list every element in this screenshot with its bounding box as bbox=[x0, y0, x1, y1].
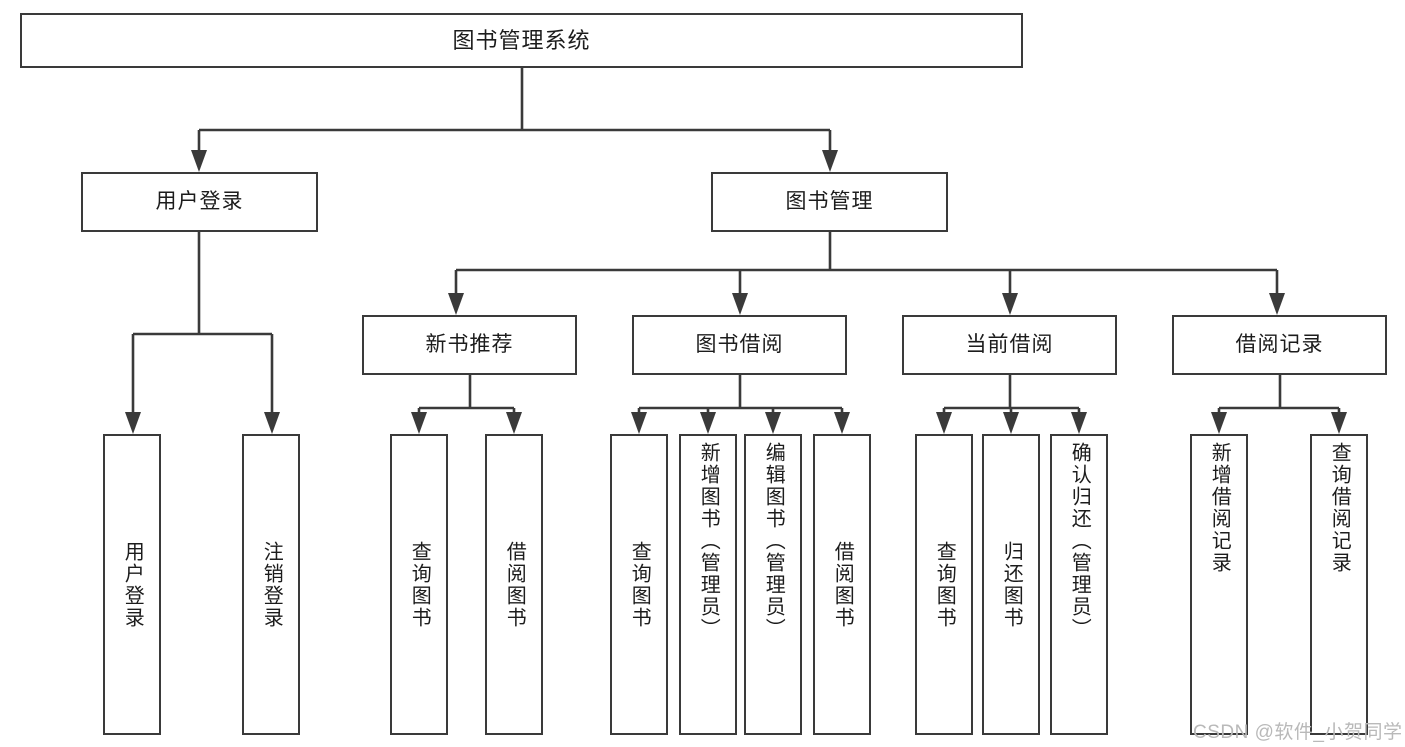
level2-node-1-label: 新书推荐 bbox=[425, 332, 514, 356]
login-arrow-1 bbox=[125, 412, 141, 434]
root-arrow-2 bbox=[822, 150, 838, 172]
csdn-watermark: CSDN @软件_小贺同学 bbox=[1193, 722, 1403, 743]
leaf-node-6[interactable]: 新增图书（管理员） bbox=[679, 434, 737, 735]
group-2-arrow-2 bbox=[700, 412, 716, 434]
leaf-node-1-label: 用户登录 bbox=[121, 540, 144, 629]
leaf-node-12[interactable]: 新增借阅记录 bbox=[1190, 434, 1248, 735]
leaf-node-12-label: 新增借阅记录 bbox=[1208, 442, 1231, 574]
manage-arrow-4 bbox=[1269, 293, 1285, 315]
group-3-arrow-1 bbox=[936, 412, 952, 434]
leaf-node-11-label: 确认归还（管理员） bbox=[1068, 442, 1091, 640]
level2-node-4[interactable]: 借阅记录 bbox=[1172, 315, 1387, 375]
level1-node-1-label: 用户登录 bbox=[155, 189, 244, 213]
level1-node-1[interactable]: 用户登录 bbox=[81, 172, 318, 232]
group-2-arrow-4 bbox=[834, 412, 850, 434]
leaf-node-9[interactable]: 查询图书 bbox=[915, 434, 973, 735]
level2-node-2[interactable]: 图书借阅 bbox=[632, 315, 847, 375]
group-4-arrow-2 bbox=[1331, 412, 1347, 434]
leaf-node-8[interactable]: 借阅图书 bbox=[813, 434, 871, 735]
leaf-node-2-label: 注销登录 bbox=[260, 540, 283, 629]
manage-arrow-1 bbox=[448, 293, 464, 315]
group-3-arrow-2 bbox=[1003, 412, 1019, 434]
leaf-node-4[interactable]: 借阅图书 bbox=[485, 434, 543, 735]
root-node-system[interactable]: 图书管理系统 bbox=[20, 13, 1023, 68]
group-2-arrow-1 bbox=[631, 412, 647, 434]
leaf-node-11[interactable]: 确认归还（管理员） bbox=[1050, 434, 1108, 735]
leaf-node-4-label: 借阅图书 bbox=[503, 540, 526, 629]
leaf-node-2[interactable]: 注销登录 bbox=[242, 434, 300, 735]
level2-node-1[interactable]: 新书推荐 bbox=[362, 315, 577, 375]
leaf-node-7[interactable]: 编辑图书（管理员） bbox=[744, 434, 802, 735]
leaf-node-7-label: 编辑图书（管理员） bbox=[762, 442, 785, 640]
level2-node-3-label: 当前借阅 bbox=[965, 332, 1054, 356]
leaf-node-5[interactable]: 查询图书 bbox=[610, 434, 668, 735]
leaf-node-3[interactable]: 查询图书 bbox=[390, 434, 448, 735]
manage-arrow-2 bbox=[732, 293, 748, 315]
leaf-node-13-label: 查询借阅记录 bbox=[1328, 442, 1351, 574]
level2-node-3[interactable]: 当前借阅 bbox=[902, 315, 1117, 375]
leaf-node-8-label: 借阅图书 bbox=[831, 540, 854, 629]
group-4-arrow-1 bbox=[1211, 412, 1227, 434]
level2-node-2-label: 图书借阅 bbox=[695, 332, 784, 356]
leaf-node-9-label: 查询图书 bbox=[933, 540, 956, 629]
root-node-system-label: 图书管理系统 bbox=[452, 27, 591, 53]
leaf-node-10-label: 归还图书 bbox=[1000, 540, 1023, 629]
root-arrow-1 bbox=[191, 150, 207, 172]
group-3-arrow-3 bbox=[1071, 412, 1087, 434]
group-1-arrow-2 bbox=[506, 412, 522, 434]
leaf-node-6-label: 新增图书（管理员） bbox=[697, 442, 720, 640]
leaf-node-5-label: 查询图书 bbox=[628, 540, 651, 629]
leaf-node-1[interactable]: 用户登录 bbox=[103, 434, 161, 735]
leaf-node-10[interactable]: 归还图书 bbox=[982, 434, 1040, 735]
level2-node-4-label: 借阅记录 bbox=[1235, 332, 1324, 356]
manage-arrow-3 bbox=[1002, 293, 1018, 315]
group-1-arrow-1 bbox=[411, 412, 427, 434]
leaf-node-3-label: 查询图书 bbox=[408, 540, 431, 629]
level1-node-2[interactable]: 图书管理 bbox=[711, 172, 948, 232]
leaf-node-13[interactable]: 查询借阅记录 bbox=[1310, 434, 1368, 735]
group-2-arrow-3 bbox=[765, 412, 781, 434]
level1-node-2-label: 图书管理 bbox=[785, 189, 874, 213]
login-arrow-2 bbox=[264, 412, 280, 434]
